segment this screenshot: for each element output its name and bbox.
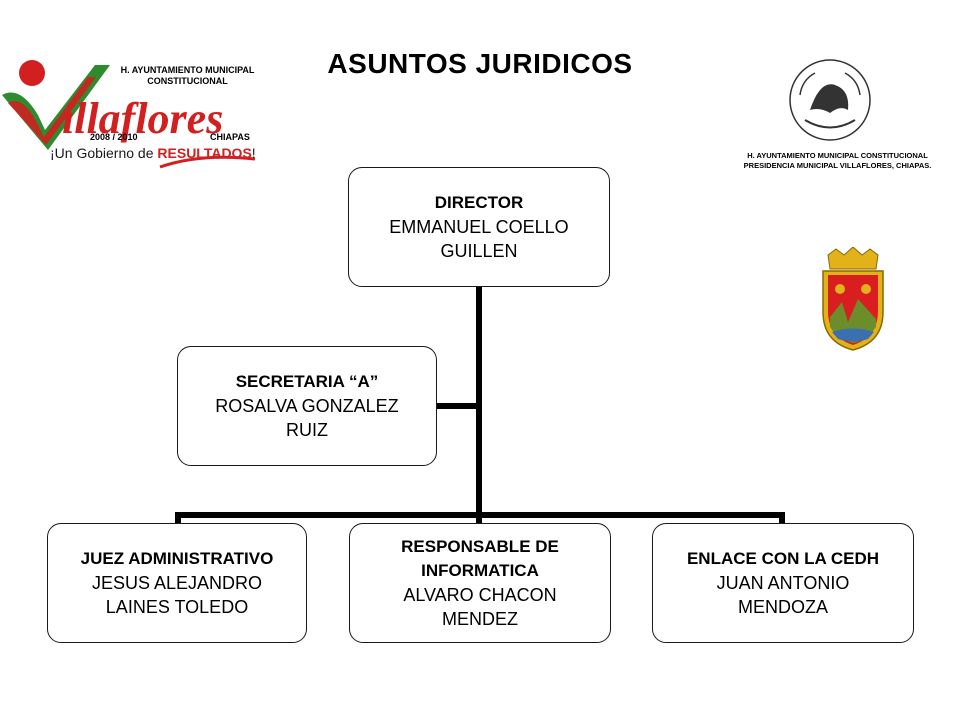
secretaria-name-line2: RUIZ — [286, 420, 328, 440]
logo-left-line2: CONSTITUCIONAL — [147, 76, 228, 86]
node-director: DIRECTOR EMMANUEL COELLO GUILLEN — [348, 167, 610, 287]
logo-right-line1: H. AYUNTAMIENTO MUNICIPAL CONSTITUCIONAL — [747, 151, 928, 160]
logo-right-line2: PRESIDENCIA MUNICIPAL VILLAFLORES, CHIAP… — [743, 161, 932, 170]
chiapas-coat-of-arms-icon — [822, 247, 884, 351]
node-juez-administrativo: JUEZ ADMINISTRATIVO JESUS ALEJANDRO LAIN… — [47, 523, 307, 643]
slogan-highlight: RESULTADOS — [157, 145, 252, 161]
director-name-line1: EMMANUEL COELLO — [389, 217, 569, 237]
connector-informatica — [476, 512, 482, 524]
cedh-name-line2: MENDOZA — [738, 597, 828, 617]
juez-role: JUEZ ADMINISTRATIVO — [80, 549, 274, 568]
logo-left-state: CHIAPAS — [210, 132, 250, 142]
connector-juez — [175, 512, 181, 524]
informatica-role-line1: RESPONSABLE DE — [401, 537, 559, 556]
villaflores-emblem-icon: illaflores — [2, 60, 256, 169]
villaflores-logo: illaflores H. AYUNTAMIENTO MUNICIPAL CON… — [0, 55, 275, 175]
director-name-line2: GUILLEN — [440, 241, 518, 261]
secretaria-name-line1: ROSALVA GONZALEZ — [215, 396, 399, 416]
cedh-name-line1: JUAN ANTONIO — [716, 573, 850, 593]
logo-left-line1: H. AYUNTAMIENTO MUNICIPAL — [120, 65, 255, 75]
cedh-role: ENLACE CON LA CEDH — [686, 549, 880, 568]
juez-name-line1: JESUS ALEJANDRO — [91, 573, 263, 593]
slogan-post: ! — [251, 145, 256, 161]
slogan-pre: ¡Un Gobierno de — [50, 145, 158, 161]
page-title: ASUNTOS JURIDICOS — [327, 48, 633, 79]
node-secretaria: SECRETARIA “A” ROSALVA GONZALEZ RUIZ — [177, 346, 437, 466]
connector-cedh — [779, 512, 785, 524]
node-responsable-informatica: RESPONSABLE DE INFORMATICA ALVARO CHACON… — [349, 523, 611, 643]
juez-name-line2: LAINES TOLEDO — [105, 597, 249, 617]
presidencia-logo: H. AYUNTAMIENTO MUNICIPAL CONSTITUCIONAL… — [730, 55, 945, 175]
director-role: DIRECTOR — [434, 193, 524, 212]
informatica-role-line2: INFORMATICA — [421, 561, 539, 580]
informatica-name-line1: ALVARO CHACON — [403, 585, 557, 605]
informatica-name-line2: MENDEZ — [442, 609, 518, 629]
connector-director-vertical — [476, 286, 482, 516]
connector-secretaria — [436, 403, 478, 409]
mexican-seal-icon — [789, 59, 871, 141]
svg-text:illaflores: illaflores — [62, 94, 223, 143]
logo-left-years: 2008 / 2010 — [90, 132, 138, 142]
node-enlace-cedh: ENLACE CON LA CEDH JUAN ANTONIO MENDOZA — [652, 523, 914, 643]
logo-left-slogan: ¡Un Gobierno de RESULTADOS! — [50, 145, 256, 161]
secretaria-role: SECRETARIA “A” — [235, 372, 379, 391]
